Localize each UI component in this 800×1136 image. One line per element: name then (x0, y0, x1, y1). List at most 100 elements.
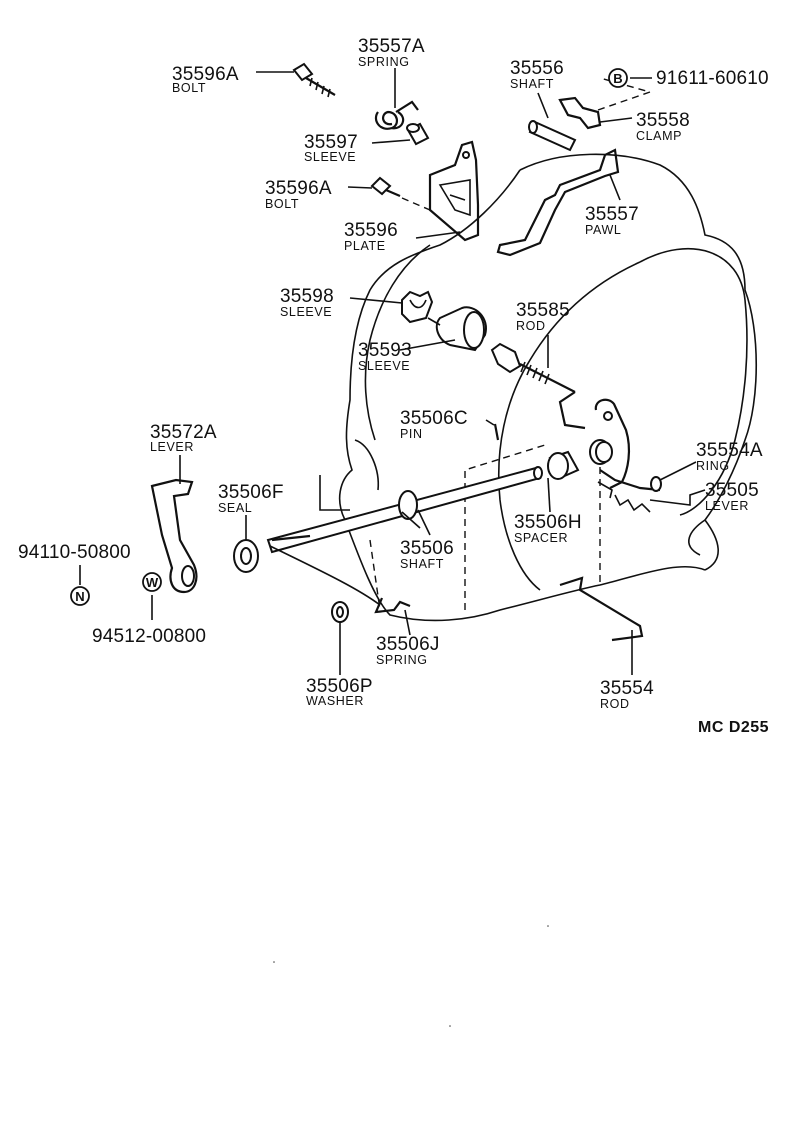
label-lever-35572A: 35572A LEVER (150, 422, 217, 454)
part-name: SPRING (376, 653, 428, 667)
label-washer-35506P: 35506P WASHER (306, 676, 373, 708)
label-shaft-35556: 35556 SHAFT (510, 58, 564, 91)
part-number: 35558 (636, 110, 690, 131)
part-name: LEVER (150, 440, 194, 454)
part-number: 35554 (600, 678, 654, 699)
part-number: 35506P (306, 676, 373, 697)
label-pin-35506C: 35506C PIN (400, 408, 468, 441)
part-name: SLEEVE (280, 305, 332, 319)
lever-35505-shape (589, 398, 661, 513)
part-name: SHAFT (400, 557, 444, 571)
part-name: SHAFT (510, 77, 554, 91)
part-number: 35506F (218, 482, 284, 503)
label-rod-35554: 35554 ROD (600, 678, 654, 711)
part-name: SLEEVE (304, 150, 356, 164)
label-clamp-35558: 35558 CLAMP (636, 110, 690, 143)
part-number: 35596 (344, 220, 398, 241)
w-part-number: 94512-00800 (92, 626, 206, 647)
part-name: SPACER (514, 531, 568, 545)
label-bolt-35596A-top: 35596A BOLT (172, 64, 239, 95)
seal-35506F-shape (233, 539, 259, 573)
w-circle-icon (142, 572, 162, 592)
part-name: RING (696, 459, 730, 473)
clamp-35558-shape (558, 96, 602, 130)
bolt-35596A-mid-shape (370, 176, 401, 198)
label-sleeve-35597: 35597 SLEEVE (304, 132, 358, 164)
label-spacer-35506H: 35506H SPACER (514, 512, 582, 545)
b-symbol: B (613, 71, 622, 86)
part-name: SEAL (218, 501, 252, 515)
label-rod-35585: 35585 ROD (516, 300, 570, 333)
label-lever-35505: 35505 LEVER (705, 480, 759, 513)
sleeve-35597-shape (406, 122, 430, 146)
diagram-code: MC D255 (698, 719, 769, 736)
sleeve-35598-shape (401, 290, 434, 324)
standard-part-w: W 94512-00800 (92, 572, 206, 647)
spring-35506J-shape (374, 597, 411, 614)
n-circle-icon (70, 586, 90, 606)
part-name: PLATE (344, 239, 386, 253)
spacer-35506H-shape (547, 450, 580, 480)
label-sleeve-35593: 35593 SLEEVE (358, 340, 412, 373)
b-part-number: 91611-60610 (656, 68, 769, 89)
part-number: 35506C (400, 408, 468, 429)
part-number: 35556 (510, 58, 564, 79)
label-bolt-35596A-mid: 35596A BOLT (265, 178, 332, 211)
part-number: 35596A (265, 178, 332, 199)
label-shaft-35506: 35506 SHAFT (400, 538, 454, 571)
part-number: 35505 (705, 480, 759, 501)
part-name: WASHER (306, 694, 364, 708)
part-number: 35506H (514, 512, 582, 533)
part-name: BOLT (265, 197, 299, 211)
pin-35506C-shape (493, 423, 500, 441)
label-sleeve-35598: 35598 SLEEVE (280, 286, 334, 319)
part-name: PAWL (585, 223, 621, 237)
part-name: ROD (516, 319, 546, 333)
part-number: 35593 (358, 340, 412, 361)
plate-35596-shape (428, 140, 480, 242)
part-number: 35557 (585, 204, 639, 225)
bolt-35596A-top-shape (292, 62, 336, 98)
part-number: 35506 (400, 538, 454, 559)
part-number: 35572A (150, 422, 217, 443)
part-number: 35598 (280, 286, 334, 307)
part-number: 35557A (358, 36, 425, 57)
leader-lines (79, 68, 706, 675)
shaft-35506-shape (266, 466, 543, 606)
n-part-number: 94110-50800 (18, 542, 131, 563)
part-number: 35554A (696, 440, 763, 461)
part-name: PIN (400, 427, 423, 441)
label-spring-35506J: 35506J SPRING (376, 634, 439, 667)
standard-part-n: 94110-50800 N (18, 542, 131, 606)
label-ring-35554A: 35554A RING (696, 440, 763, 473)
part-name: LEVER (705, 499, 749, 513)
n-symbol: N (75, 589, 84, 604)
b-circle-icon (608, 68, 628, 88)
part-name: CLAMP (636, 129, 682, 143)
w-symbol: W (146, 575, 159, 590)
standard-part-b: B 91611-60610 (608, 68, 769, 89)
sleeve-35593-shape (427, 306, 487, 352)
lever-35572A-shape (150, 478, 198, 594)
pawl-35557-shape (496, 148, 620, 257)
spring-35557A-shape (374, 100, 419, 130)
part-number: 35596A (172, 64, 239, 85)
part-name: BOLT (172, 81, 206, 95)
ring-35554A-shape (650, 476, 662, 492)
label-pawl-35557: 35557 PAWL (585, 204, 639, 237)
part-number: 35597 (304, 132, 358, 153)
rod-35585-shape (490, 342, 586, 430)
shaft-35556-shape (528, 120, 577, 152)
rod-35554-shape (559, 576, 644, 642)
label-seal-35506F: 35506F SEAL (218, 482, 284, 515)
part-name: ROD (600, 697, 630, 711)
washer-35506P-shape (331, 601, 349, 623)
scan-specks (273, 925, 549, 1027)
part-name: SLEEVE (358, 359, 410, 373)
label-spring-35557A: 35557A SPRING (358, 36, 425, 69)
label-plate-35596: 35596 PLATE (344, 220, 398, 253)
part-name: SPRING (358, 55, 410, 69)
part-number: 35585 (516, 300, 570, 321)
